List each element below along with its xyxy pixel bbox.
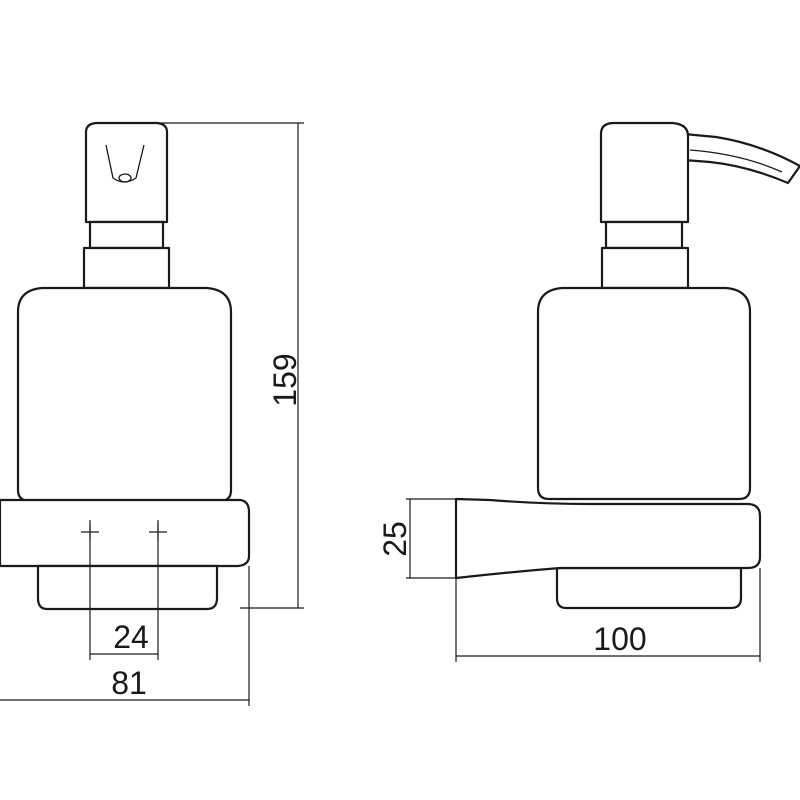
front-cup bbox=[36, 564, 219, 611]
dimension-label-holder-depth: 25 bbox=[377, 521, 413, 557]
dimension-projection: 100 bbox=[455, 568, 761, 662]
front-neck-lower bbox=[82, 246, 171, 290]
side-holder-arm bbox=[454, 497, 762, 580]
side-spout-inner bbox=[689, 149, 783, 173]
dimension-label-width: 81 bbox=[111, 665, 147, 701]
dimension-label-hole-spacing: 24 bbox=[113, 619, 149, 655]
side-neck-upper bbox=[604, 220, 684, 250]
side-view bbox=[454, 121, 800, 610]
front-bottle bbox=[16, 286, 233, 503]
dimension-height: 159 bbox=[157, 122, 304, 609]
dimension-hole-spacing: 24 bbox=[89, 520, 159, 660]
front-screw-centerlines bbox=[89, 523, 159, 541]
front-neck-upper bbox=[88, 220, 165, 250]
front-pump-head bbox=[84, 121, 169, 224]
dimension-width: 81 bbox=[0, 566, 250, 706]
side-cup bbox=[555, 566, 743, 610]
dimension-label-projection: 100 bbox=[593, 621, 646, 657]
dimension-label-height: 159 bbox=[267, 353, 303, 406]
dimension-holder-depth: 25 bbox=[377, 498, 456, 579]
front-view bbox=[0, 121, 251, 611]
front-holder bbox=[0, 498, 251, 568]
front-nozzle-hole bbox=[118, 173, 132, 183]
side-pump-head bbox=[599, 121, 690, 224]
side-bottle bbox=[536, 286, 752, 501]
side-neck-lower bbox=[600, 246, 690, 290]
